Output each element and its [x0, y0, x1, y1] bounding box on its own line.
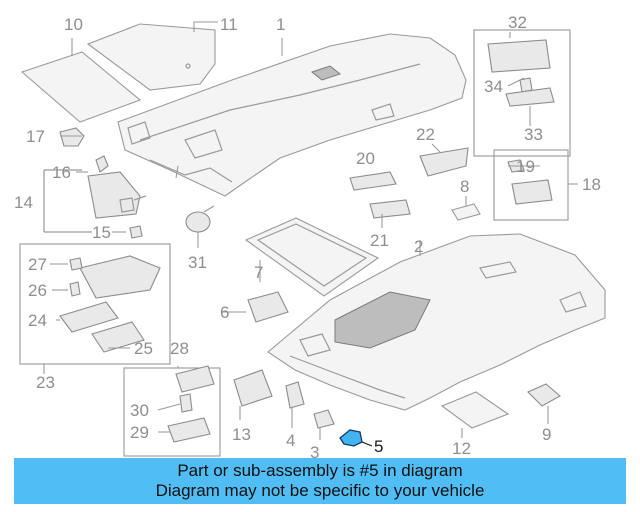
grab-handle-part-21[interactable] — [369, 199, 411, 219]
callout-23: 23 — [36, 373, 55, 392]
callout-5: 5 — [374, 437, 383, 456]
callout-8: 8 — [460, 177, 469, 196]
callout-19: 19 — [516, 157, 535, 176]
callout-15: 15 — [92, 223, 111, 242]
headliner-part-2[interactable] — [267, 233, 606, 411]
highlighted-part-5[interactable] — [339, 429, 373, 447]
callout-25: 25 — [134, 339, 153, 358]
callout-30: 30 — [130, 401, 149, 420]
lens-part-24[interactable] — [59, 301, 119, 333]
callout-27: 27 — [28, 255, 47, 274]
clip-part-17[interactable] — [59, 127, 85, 147]
cover-part-25[interactable] — [91, 321, 145, 353]
callout-10: 10 — [64, 15, 83, 34]
pad-part-8[interactable] — [451, 203, 481, 221]
lamp-part-18[interactable] — [511, 179, 553, 205]
pin-part-16[interactable] — [95, 155, 109, 173]
callout-1: 1 — [276, 15, 285, 34]
callout-7: 7 — [254, 263, 263, 282]
info-banner: Part or sub-assembly is #5 in diagram Di… — [14, 458, 626, 504]
group-box-23 — [19, 243, 171, 365]
console-part-23[interactable] — [79, 255, 161, 299]
sunroof-frame-part-7[interactable] — [244, 217, 380, 297]
bulb-part-30[interactable] — [179, 393, 193, 413]
leader-lines — [43, 21, 578, 440]
clip-part-26[interactable] — [69, 281, 81, 297]
clip-part-3[interactable] — [313, 409, 335, 429]
headliner-part-1[interactable] — [117, 33, 467, 197]
pad-part-12[interactable] — [440, 391, 510, 429]
callouts: 10 11 1 32 34 33 17 16 14 15 20 22 19 18… — [14, 13, 601, 462]
lens-part-29[interactable] — [167, 417, 211, 443]
callout-20: 20 — [356, 149, 375, 168]
lamp-part-28[interactable] — [175, 365, 215, 393]
group-box-28 — [123, 367, 221, 457]
callout-13: 13 — [232, 425, 251, 444]
switch-part-34[interactable] — [519, 77, 533, 93]
callout-14: 14 — [14, 193, 33, 212]
callout-17: 17 — [26, 127, 45, 146]
callout-6: 6 — [220, 303, 229, 322]
info-banner-background — [14, 458, 626, 504]
bulb-part-27[interactable] — [69, 257, 83, 271]
grab-handle-part-20[interactable] — [349, 171, 397, 191]
pad-part-6[interactable] — [247, 291, 289, 323]
mat-part-10[interactable] — [20, 51, 142, 123]
bracket-part-22[interactable] — [419, 147, 469, 177]
sun-visor-part-14[interactable] — [87, 171, 147, 219]
callout-28: 28 — [170, 339, 189, 358]
group-box-32 — [473, 29, 571, 157]
callout-12: 12 — [452, 439, 471, 458]
callout-16: 16 — [52, 163, 71, 182]
bracket-part-13[interactable] — [233, 369, 273, 407]
callout-9: 9 — [542, 425, 551, 444]
mat-part-11[interactable] — [86, 23, 216, 91]
callout-18: 18 — [582, 175, 601, 194]
hook-part-15[interactable] — [129, 225, 143, 239]
callout-2: 2 — [414, 237, 423, 256]
console-part-32[interactable] — [487, 39, 551, 73]
callout-32: 32 — [508, 13, 527, 32]
group-bracket-14 — [43, 169, 92, 233]
cover-part-33[interactable] — [505, 87, 555, 107]
group-box-18 — [493, 149, 569, 221]
callout-29: 29 — [130, 423, 149, 442]
callout-24: 24 — [28, 311, 47, 330]
callout-11: 11 — [220, 15, 238, 34]
callout-33: 33 — [524, 125, 543, 144]
callout-31: 31 — [188, 253, 207, 272]
banner-line-part-number: Part or sub-assembly is #5 in diagram — [177, 461, 463, 480]
callout-34: 34 — [484, 77, 503, 96]
callout-4: 4 — [286, 431, 295, 450]
callout-3: 3 — [310, 443, 319, 462]
callout-26: 26 — [28, 281, 47, 300]
callout-22: 22 — [416, 125, 435, 144]
light-part-9[interactable] — [527, 383, 561, 407]
clip-part-4[interactable] — [285, 381, 305, 409]
banner-line-disclaimer: Diagram may not be specific to your vehi… — [155, 481, 485, 500]
lamp-part-31[interactable] — [185, 205, 215, 233]
callout-21: 21 — [370, 231, 389, 250]
